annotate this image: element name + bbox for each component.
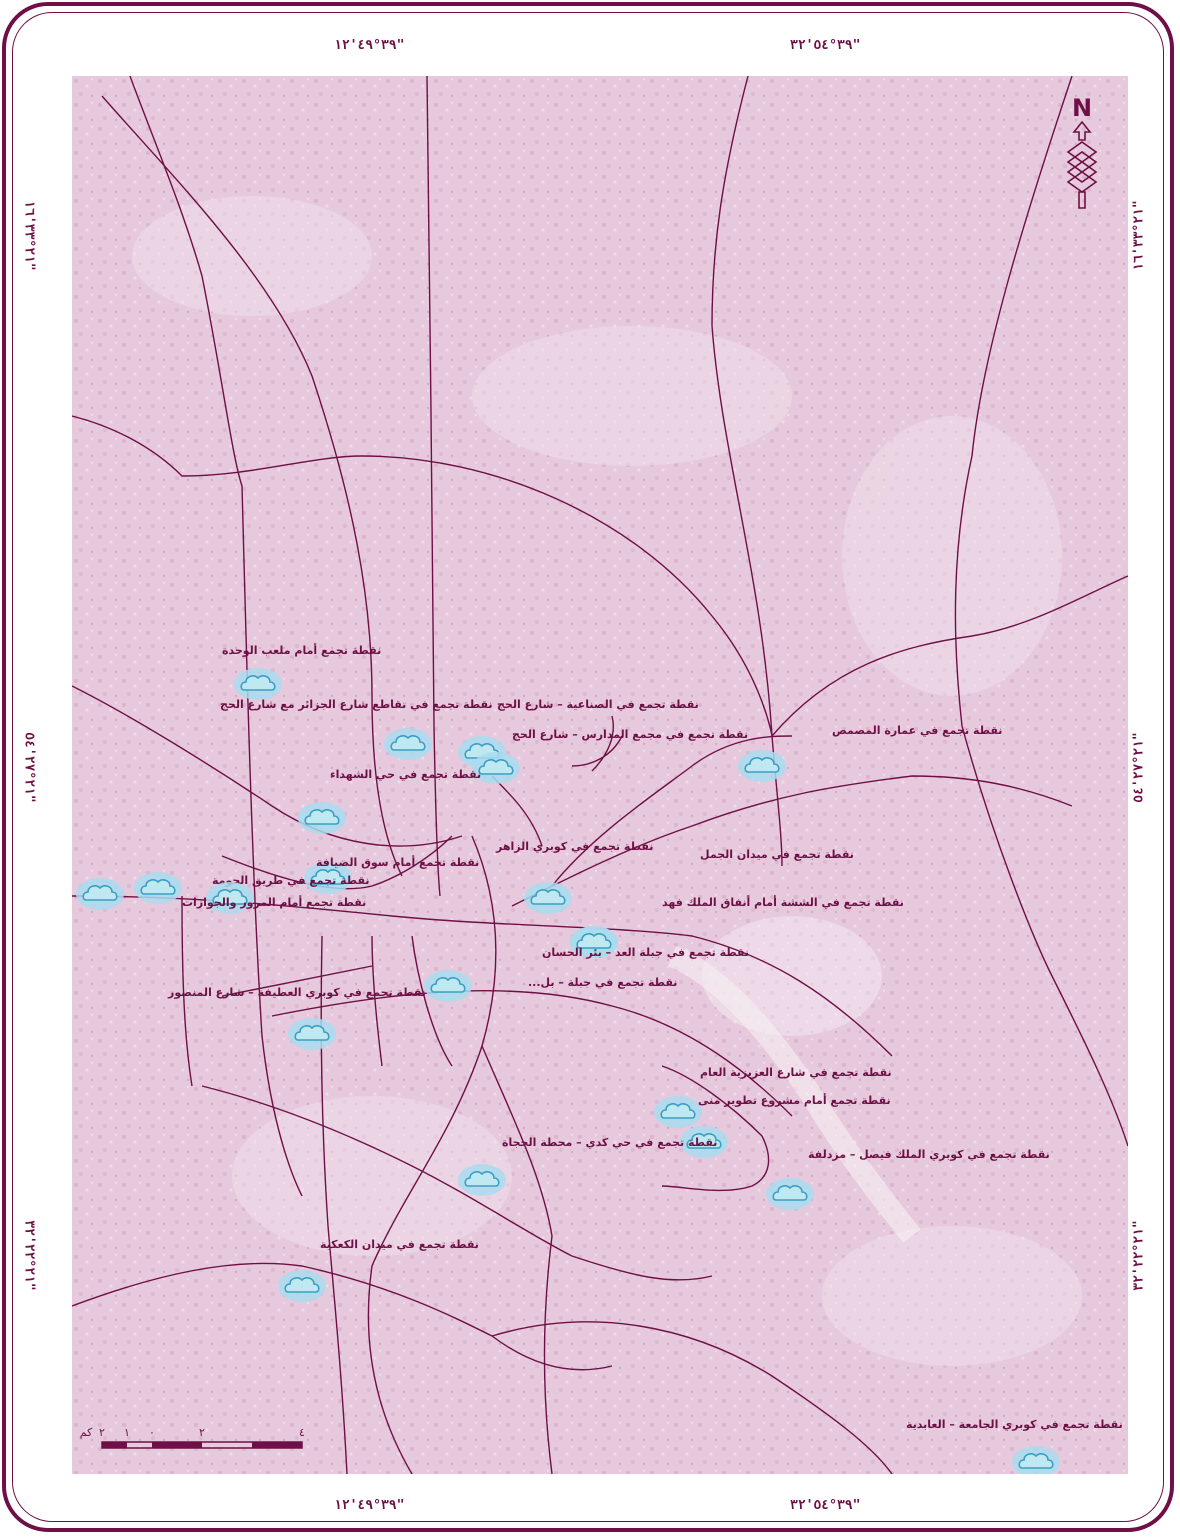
cloud-icon [310,869,346,885]
coord-bottom-2: ٣٩°٥٤'٣٢" [790,1498,861,1513]
rally-point-marker[interactable] [384,728,432,760]
coord-right-3: ٢١°٢٢'٣٢" [1131,1220,1147,1291]
coord-left-1: ٢١°٣٣'١٦" [21,200,37,271]
rally-point-marker[interactable] [278,1270,326,1302]
rally-point-label: نقطة تجمع في مجمع المدارس – شارع الحج [512,728,748,741]
rally-point-marker[interactable] [458,1164,506,1196]
scale-bar: ٢ ١ ٠ ٢ ٤ كم [80,1426,305,1449]
cloud-icon [240,675,276,691]
rally-point-label: نقطة تجمع في الصناعية – شارع الحج [497,698,699,711]
cloud-icon [660,1103,696,1119]
cloud-icon [82,885,118,901]
rally-point-marker[interactable] [206,882,254,914]
rally-point-marker[interactable] [570,926,618,958]
rally-point-label: نقطة تجمع في الششة أمام أنفاق الملك فهد [662,895,904,909]
cloud-icon [1018,1453,1054,1469]
cloud-icon [744,757,780,773]
rally-point-label: نقطة تجمع في جبلة العد – بئر الحسان [542,946,749,959]
rally-point-label: نقطة تجمع في ميدان الكعكية [320,1238,479,1251]
rally-point-label: نقطة تجمع في كوبري الجامعة – العابدية [906,1418,1123,1431]
cloud-icon [212,889,248,905]
rally-point-marker[interactable] [1012,1446,1060,1474]
north-letter: N [1072,94,1092,122]
rally-point-label: نقطة تجمع في شارع العزيزية العام [700,1066,892,1079]
rally-point-label: نقطة تجمع أمام ملعب الوحدة [222,643,381,657]
coord-left-3: ٢١°٢٢'٣٢" [21,1220,37,1291]
mina-corridor [667,945,921,1243]
rally-point-label: نقطة تجمع في كوبري العطيفة – شارع المنصو… [167,986,426,999]
scale-tick-3: ٢ [199,1426,205,1439]
rally-point-marker[interactable] [654,1096,702,1128]
coord-left-2: ٢١°٢٧'٥٤" [21,732,37,803]
rally-point-marker[interactable] [524,882,572,914]
rally-point-marker[interactable] [76,878,124,910]
map-frame-inner [12,12,1164,1522]
scale-tick-1: ١ [124,1426,130,1439]
rally-point-marker[interactable] [304,862,352,894]
rally-point-label: نقطة تجمع أمام المرور والجوازات [182,895,366,909]
rally-point-marker[interactable] [472,752,520,784]
rally-point-marker[interactable] [288,1018,336,1050]
rally-point-label: نقطة تجمع في تقاطع شارع الجزائر مع شارع … [220,698,493,711]
cloud-icon [686,1133,722,1149]
map-canvas[interactable]: N نقطة تجمع أمام ملعب الوحدة نقطة تجمع في… [72,76,1128,1474]
cloud-icon [430,977,466,993]
scale-tick-4: ٤ [299,1426,305,1439]
coord-top-2: ٣٩°٥٤'٣٢" [790,38,861,53]
rally-point-marker[interactable] [738,750,786,782]
cloud-icon [772,1185,808,1201]
coord-right-1: ٢١°٣٣'١٦" [1131,200,1147,271]
rally-point-label: نقطة تجمع في كوبري الزاهر [495,840,653,853]
coord-bottom-1: ٣٩°٤٩'١٢" [334,1498,405,1513]
rally-point-label: نقطة تجمع في حي كدي – محطة الحجاة [502,1136,717,1149]
rally-point-marker[interactable] [424,970,472,1002]
rally-point-label: نقطة تجمع في حي الشهداء [330,768,481,781]
cloud-icon [478,759,514,775]
cloud-icon [530,889,566,905]
scale-unit: كم [80,1426,93,1439]
cloud-icon [576,933,612,949]
rally-point-marker[interactable] [766,1178,814,1210]
coord-top-1: ٣٩°٤٩'١٢" [334,38,405,53]
cloud-icon [390,735,426,751]
rally-point-label: نقطة تجمع أمام سوق الضيافة [316,855,479,869]
rally-points-layer: نقطة تجمع أمام ملعب الوحدة نقطة تجمع في ت… [76,643,1123,1474]
rally-point-marker[interactable] [298,802,346,834]
rally-point-label: نقطة تجمع في كوبري الملك فيصل – مزدلفة [808,1148,1050,1161]
rally-point-label: نقطة تجمع أمام مشروع تطوير منى [698,1093,891,1107]
rally-point-marker[interactable] [134,872,182,904]
cloud-icon [464,1171,500,1187]
coord-right-2: ٢١°٢٧'٥٤" [1131,732,1147,803]
cloud-icon [294,1025,330,1041]
scale-tick-2: ٠ [149,1426,155,1439]
rally-point-marker[interactable] [680,1126,728,1158]
rally-point-label: نقطة تجمع في جبلة – بل... [528,976,677,989]
rally-point-label: نقطة تجمع في طريق الحومة [212,874,370,887]
cloud-icon [140,879,176,895]
rally-point-label: نقطة تجمع في عمارة المصمص [832,724,1002,737]
scale-tick-0: ٢ [99,1426,105,1439]
rally-point-label: نقطة تجمع في ميدان الجمل [700,848,854,861]
district-boundaries [72,76,1128,1474]
map-background [72,76,1128,1474]
north-arrow-icon: N [1066,94,1098,209]
cloud-icon [304,809,340,825]
cloud-icon [284,1277,320,1293]
rally-point-marker[interactable] [234,668,282,700]
